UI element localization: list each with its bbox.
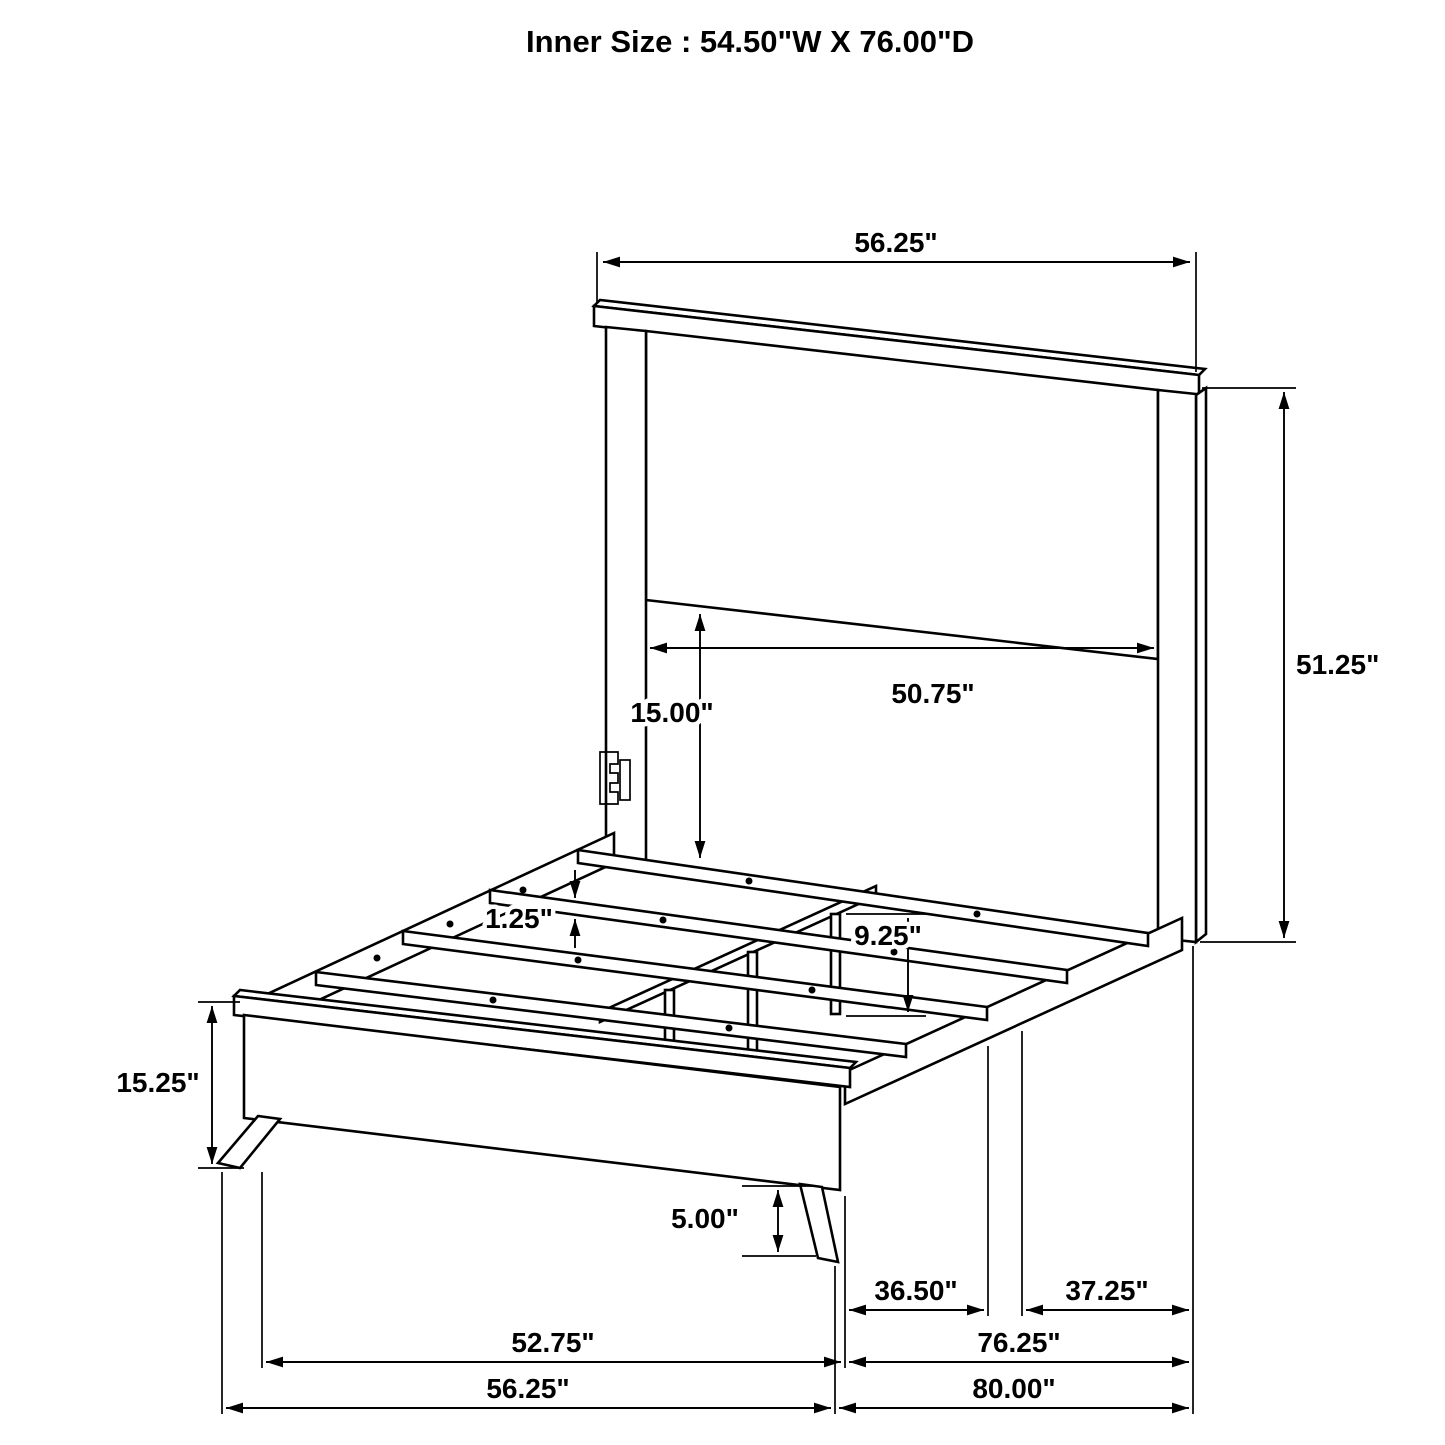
- dim-back-leg-span: 37.25": [1026, 1271, 1189, 1316]
- dim-front-leg-span: 36.50": [849, 1271, 984, 1316]
- dim-footboard-height-label: 15.25": [116, 1067, 199, 1098]
- dim-top-width: 56.25": [596, 223, 1197, 372]
- screw-dot: [373, 954, 381, 962]
- dim-inner-length-label: 52.75": [511, 1327, 594, 1358]
- dim-headboard-height-label: 51.25": [1296, 649, 1379, 680]
- screw-dot: [973, 910, 981, 918]
- screw-dot: [890, 948, 898, 956]
- dim-support-leg-height: 9.25": [846, 913, 926, 1017]
- dim-overall-length-label: 80.00": [972, 1373, 1055, 1404]
- dim-headboard-height: 51.25": [1200, 387, 1384, 943]
- screw-dot: [745, 877, 753, 885]
- dim-panel-to-rail-label: 15.00": [630, 697, 713, 728]
- extension-lines: [221, 946, 1194, 1414]
- dim-inner-width-label: 50.75": [891, 678, 974, 709]
- footboard-leg-left: [215, 1114, 283, 1170]
- screw-dots: [373, 877, 981, 1032]
- rail-hook-plate: [619, 759, 631, 801]
- screw-dot: [725, 1024, 733, 1032]
- screw-dot: [808, 986, 816, 994]
- headboard-post-left: [604, 325, 648, 868]
- slats: [314, 848, 1150, 1059]
- rail-hook-bracket: [599, 751, 619, 805]
- dim-back-leg-span-label: 37.25": [1065, 1275, 1148, 1306]
- slat: [488, 888, 1069, 985]
- dim-side-rail-length: 76.25": [849, 1323, 1189, 1368]
- dim-inner-width: 50.75": [650, 642, 1154, 714]
- dim-front-leg-span-label: 36.50": [874, 1275, 957, 1306]
- diagram-title: Inner Size : 54.50"W X 76.00"D: [526, 24, 974, 59]
- dim-floor-clearance-label: 5.00": [671, 1203, 739, 1234]
- footboard-cap: [232, 994, 852, 1089]
- dimension-annotations: 56.25" 51.25" 50.75" 15.00" 1.25": [112, 223, 1384, 1414]
- screw-dot: [519, 886, 527, 894]
- dim-slat-thickness: 1.25": [481, 870, 581, 948]
- dim-footboard-width: 56.25": [226, 1369, 831, 1414]
- footboard-panel: [242, 1013, 842, 1192]
- dim-footboard-height: 15.25": [112, 1001, 244, 1169]
- headboard-panel: [644, 329, 1160, 661]
- headboard-side-face: [1194, 385, 1208, 945]
- screw-dot: [659, 916, 667, 924]
- slat: [314, 970, 908, 1059]
- dim-overall-length: 80.00": [839, 1369, 1189, 1414]
- dim-inner-length: 52.75": [266, 1323, 841, 1368]
- screw-dot: [574, 956, 582, 964]
- dim-support-leg-height-label: 9.25": [854, 920, 922, 951]
- dim-footboard-width-label: 56.25": [486, 1373, 569, 1404]
- side-rail-right: [843, 915, 1184, 1107]
- dim-floor-clearance: 5.00": [667, 1185, 816, 1257]
- screw-dot: [446, 920, 454, 928]
- headboard: [591, 298, 1208, 945]
- screw-dot: [489, 996, 497, 1004]
- dim-top-width-label: 56.25": [854, 227, 937, 258]
- dim-panel-to-rail: 15.00": [626, 614, 718, 858]
- dim-slat-thickness-label: 1.25": [485, 903, 553, 934]
- slat: [576, 848, 1150, 948]
- headboard-post-right: [1156, 388, 1198, 944]
- footboard-leg-right: [798, 1182, 840, 1264]
- footboard: [215, 988, 859, 1264]
- slat: [401, 929, 989, 1022]
- dim-side-rail-length-label: 76.25": [977, 1327, 1060, 1358]
- center-leg: [829, 912, 842, 1016]
